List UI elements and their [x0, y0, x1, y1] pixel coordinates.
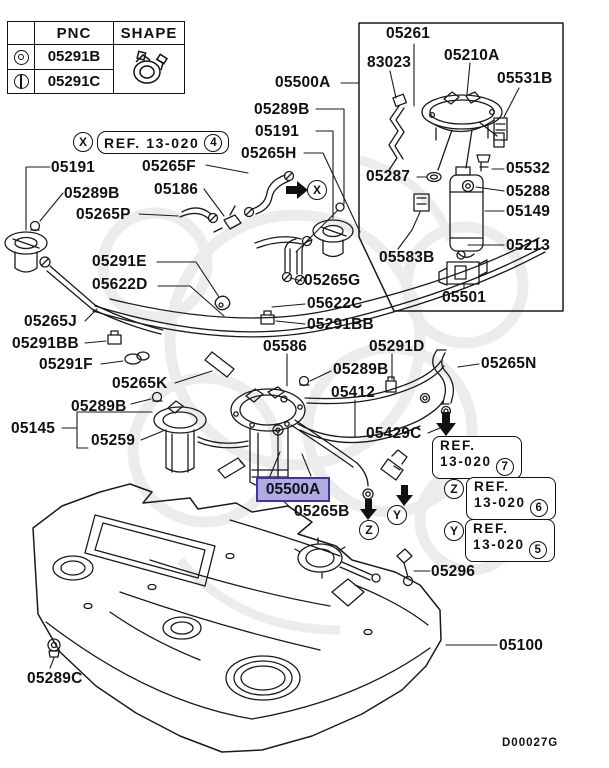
ref-circled-number: 4 [204, 133, 223, 152]
part-label-05429C[interactable]: 05429C [366, 425, 422, 442]
part-label-05100[interactable]: 05100 [499, 637, 544, 654]
watermark [97, 155, 529, 635]
ref-circled-number: 7 [495, 458, 514, 476]
part-label-05191[interactable]: 05191 [255, 123, 300, 140]
circled-letter-Y: Y [387, 505, 407, 525]
part-label-05291E[interactable]: 05291E [92, 253, 147, 270]
pnc-value[interactable]: 05291B [34, 44, 114, 70]
part-label-05265B[interactable]: 05265B [294, 503, 350, 520]
part-label-05412[interactable]: 05412 [331, 384, 376, 401]
part-label-05291F[interactable]: 05291F [39, 356, 93, 373]
ref-line2: 13-020 [440, 454, 492, 469]
part-label-05583B[interactable]: 05583B [379, 249, 435, 266]
circled-letter-Z: Z [444, 479, 464, 499]
ref-line1: REF. [440, 438, 476, 453]
ref-line1: REF. [474, 479, 510, 494]
part-label-05291BB[interactable]: 05291BB [12, 335, 79, 352]
clamp-symbol-double-circle-icon [7, 44, 35, 70]
ref-line2: 13-020 [473, 537, 525, 552]
ref-line2: 13-020 [474, 495, 526, 510]
part-label-05296[interactable]: 05296 [431, 563, 476, 580]
part-label-05265J[interactable]: 05265J [24, 313, 77, 330]
part-label-05265P[interactable]: 05265P [76, 206, 131, 223]
part-label-05259[interactable]: 05259 [91, 432, 136, 449]
part-label-05289B[interactable]: 05289B [71, 398, 127, 415]
part-label-05291D[interactable]: 05291D [369, 338, 425, 355]
part-label-05622C[interactable]: 05622C [307, 295, 363, 312]
pnc-shape-table: PNC SHAPE 05291B [7, 21, 185, 94]
part-label-05186[interactable]: 05186 [154, 181, 199, 198]
part-label-05532[interactable]: 05532 [506, 160, 551, 177]
ref-text: REF. 13-020 [104, 134, 200, 151]
part-label-05291BB[interactable]: 05291BB [307, 316, 374, 333]
ref-line1: REF. [473, 521, 509, 536]
table-row: 05291B [7, 44, 185, 94]
part-label-05265K[interactable]: 05265K [112, 375, 168, 392]
table-row: 05291C [7, 68, 185, 94]
part-label-05501[interactable]: 05501 [442, 289, 487, 306]
clamp-shape-drawing [113, 44, 185, 94]
table-corner-cell [7, 21, 35, 45]
part-label-05586[interactable]: 05586 [263, 338, 308, 355]
part-label-05210A[interactable]: 05210A [444, 47, 500, 64]
part-label-05289B[interactable]: 05289B [254, 101, 310, 118]
part-label-05287[interactable]: 05287 [366, 168, 411, 185]
part-label-05622D[interactable]: 05622D [92, 276, 148, 293]
part-label-83023[interactable]: 83023 [367, 54, 412, 71]
circled-letter-Z: Z [359, 520, 379, 540]
flow-arrows [286, 181, 456, 520]
shape-header: SHAPE [113, 21, 185, 45]
part-label-05265F[interactable]: 05265F [142, 158, 196, 175]
pnc-header: PNC [34, 21, 114, 45]
part-label-05265H[interactable]: 05265H [241, 145, 297, 162]
ref-circled-number: 6 [529, 499, 548, 517]
ref-circled-number: 5 [528, 541, 547, 559]
part-label-05191[interactable]: 05191 [51, 159, 96, 176]
part-label-05500A[interactable]: 05500A [275, 74, 331, 91]
part-label-05265G[interactable]: 05265G [304, 272, 361, 289]
part-label-05265N[interactable]: 05265N [481, 355, 537, 372]
pnc-value[interactable]: 05291C [34, 68, 114, 94]
clamp-symbol-bar-circle-icon [7, 68, 35, 94]
part-label-05289B[interactable]: 05289B [333, 361, 389, 378]
part-label-05289C[interactable]: 05289C [27, 670, 83, 687]
part-label-05145[interactable]: 05145 [11, 420, 56, 437]
ref-link-13-020-4[interactable]: REF. 13-020 4 [97, 131, 230, 154]
selected-part-number[interactable]: 05500A [256, 477, 330, 502]
part-label-05213[interactable]: 05213 [506, 237, 551, 254]
part-label-05531B[interactable]: 05531B [497, 70, 553, 87]
part-label-05261[interactable]: 05261 [386, 25, 431, 42]
diagram-code: D00027G [502, 737, 559, 749]
part-label-05149[interactable]: 05149 [506, 203, 551, 220]
part-label-05289B[interactable]: 05289B [64, 185, 120, 202]
circled-letter-X: X [73, 132, 93, 152]
circled-letter-X: X [307, 180, 327, 200]
part-label-05288[interactable]: 05288 [506, 183, 551, 200]
circled-letter-Y: Y [444, 521, 464, 541]
